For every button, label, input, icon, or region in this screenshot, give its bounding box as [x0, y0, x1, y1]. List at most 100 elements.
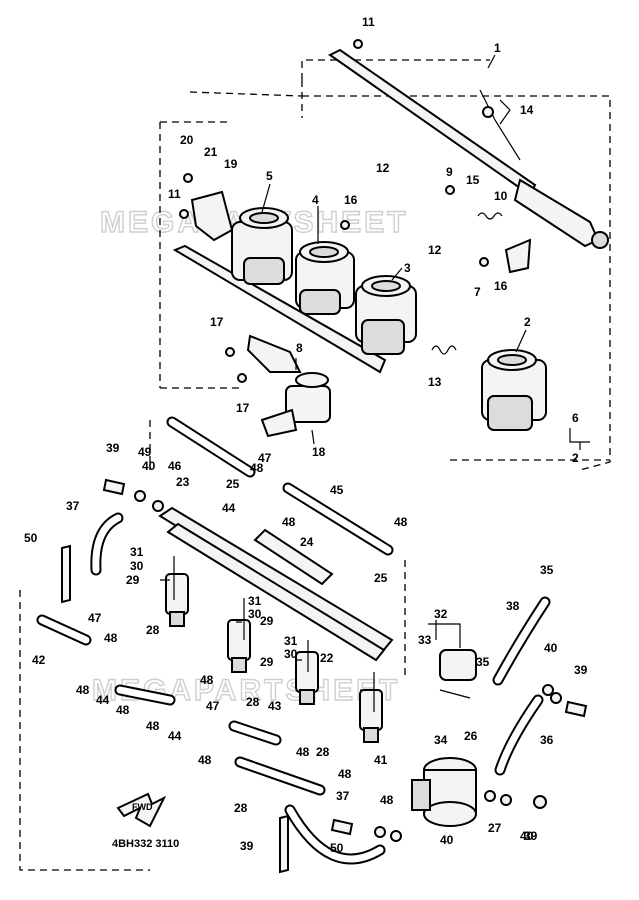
fuel-rail-assembly: FWD	[36, 416, 588, 874]
callout-44: 44	[168, 729, 182, 743]
callout-50: 50	[24, 531, 38, 545]
screw-11-top	[353, 39, 363, 49]
fwd-label: FWD	[132, 802, 153, 812]
callout-36: 36	[540, 733, 554, 747]
callout-15: 15	[466, 173, 480, 187]
callout-48: 48	[104, 631, 118, 645]
callout-7: 7	[474, 285, 481, 299]
callout-48: 48	[116, 703, 130, 717]
callout-46: 46	[168, 459, 182, 473]
callout-22: 22	[320, 651, 334, 665]
callout-33: 33	[418, 633, 432, 647]
washer-40-d	[550, 692, 562, 704]
callout-24: 24	[300, 535, 314, 549]
washer-40-h	[500, 794, 512, 806]
linkage-rod-1	[328, 48, 537, 197]
callout-5: 5	[266, 169, 273, 183]
bracket-8	[246, 334, 302, 373]
callout-47: 47	[258, 451, 272, 465]
throttle-position-sensor-19	[190, 190, 234, 242]
callout-1: 1	[494, 41, 501, 55]
callout-48: 48	[282, 515, 296, 529]
rail-cover-24	[253, 528, 334, 586]
bolt-39-right	[564, 700, 588, 718]
callout-30: 30	[284, 647, 298, 661]
callout-39: 39	[106, 441, 120, 455]
callout-6: 6	[572, 411, 579, 425]
callout-29: 29	[126, 573, 140, 587]
screw-20	[183, 173, 193, 183]
bolt-39-pump	[533, 795, 547, 809]
callout-35: 35	[476, 655, 490, 669]
callout-31: 31	[248, 594, 262, 608]
fuel-rail-lower	[166, 522, 386, 662]
callout-48: 48	[296, 745, 310, 759]
forward-arrow: FWD	[116, 792, 167, 828]
callout-45: 45	[330, 483, 344, 497]
callout-47: 47	[206, 699, 220, 713]
callout-28: 28	[234, 801, 248, 815]
callout-29: 29	[260, 614, 274, 628]
injector-1	[165, 573, 189, 627]
washer-40-g	[484, 790, 496, 802]
rod-end-14	[482, 106, 494, 118]
bolt-39-bottom	[330, 818, 354, 836]
throttle-cable-bracket	[513, 178, 600, 248]
callout-50: 50	[330, 841, 344, 855]
callout-27: 27	[488, 821, 502, 835]
injector-2	[227, 619, 251, 673]
screw-16	[340, 220, 350, 230]
callout-31: 31	[284, 634, 298, 648]
callout-29: 29	[260, 655, 274, 669]
diagram-code: 4BH332 3110	[112, 838, 179, 850]
band-50-lower	[279, 814, 289, 874]
callout-31: 31	[130, 545, 144, 559]
screw-9	[445, 185, 455, 195]
dashed-group-outlines	[19, 59, 611, 871]
callout-39: 39	[240, 839, 254, 853]
callout-40: 40	[544, 641, 558, 655]
callout-10: 10	[494, 189, 508, 203]
callout-49: 49	[138, 445, 152, 459]
callout-28: 28	[316, 745, 330, 759]
callout-28: 28	[146, 623, 160, 637]
callout-48: 48	[394, 515, 408, 529]
callout-9: 9	[446, 165, 453, 179]
callout-40: 40	[440, 833, 454, 847]
callout-16: 16	[494, 279, 508, 293]
callout-48: 48	[76, 683, 90, 697]
callout-35: 35	[540, 563, 554, 577]
callout-8: 8	[296, 341, 303, 355]
screw-7	[479, 257, 489, 267]
callout-12: 12	[376, 161, 390, 175]
callout-26: 26	[464, 729, 478, 743]
callout-2: 2	[572, 451, 579, 465]
callout-13: 13	[428, 375, 442, 389]
pressure-regulator-32	[439, 649, 477, 699]
callout-25: 25	[226, 477, 240, 491]
injector-4	[359, 689, 383, 743]
callout-4: 4	[312, 193, 319, 207]
callout-23: 23	[176, 475, 190, 489]
callout-34: 34	[434, 733, 448, 747]
callout-48: 48	[380, 793, 394, 807]
screw-17-lower	[237, 373, 247, 383]
washer-40-b	[152, 500, 164, 512]
callout-19: 19	[224, 157, 238, 171]
callout-14: 14	[520, 103, 534, 117]
callout-47: 47	[88, 611, 102, 625]
joint-bar	[172, 244, 387, 374]
throttle-body-4	[295, 241, 355, 315]
callout-37: 37	[336, 789, 350, 803]
callout-16: 16	[344, 193, 358, 207]
callout-25: 25	[374, 571, 388, 585]
callout-41: 41	[374, 753, 388, 767]
callout-18: 18	[312, 445, 326, 459]
callout-44: 44	[96, 693, 110, 707]
callout-39: 39	[574, 663, 588, 677]
callout-21: 21	[204, 145, 218, 159]
throttle-body-5	[231, 207, 293, 285]
callout-38: 38	[506, 599, 520, 613]
